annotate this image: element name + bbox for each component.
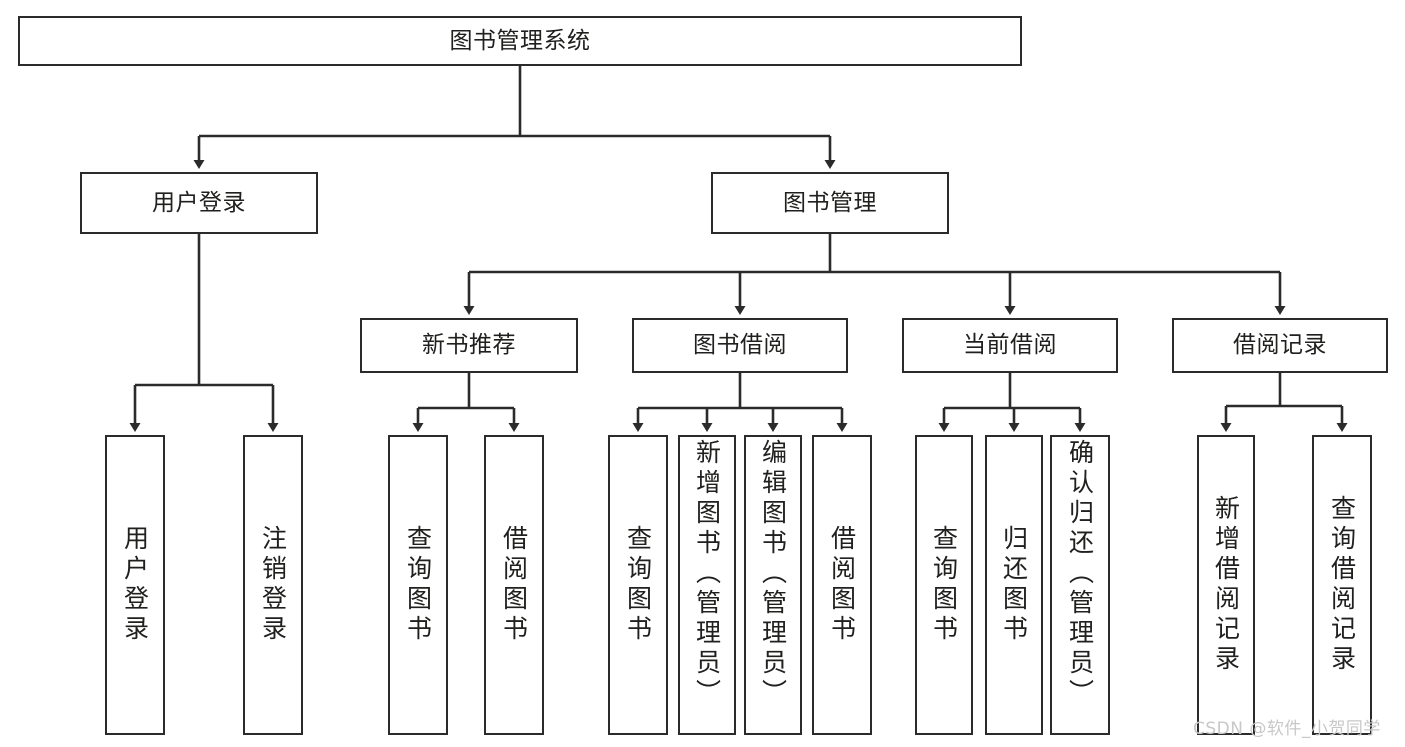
node-leaf-user-login[interactable]: 用户登录 (105, 435, 165, 735)
node-leaf-return-book[interactable]: 归还图书 (985, 435, 1043, 735)
node-level2-borrow-records-label: 借阅记录 (1233, 332, 1327, 358)
node-level1-user-login-label: 用户登录 (152, 189, 246, 216)
node-leaf-query-book-recommend-label: 查询图书 (403, 525, 433, 645)
node-leaf-edit-book-admin-label: 编辑图书（管理员） (758, 439, 788, 709)
node-level2-current-borrow-label: 当前借阅 (963, 332, 1057, 358)
node-level1-book-management[interactable]: 图书管理 (711, 172, 949, 234)
node-leaf-confirm-return-admin-label: 确认归还（管理员） (1065, 439, 1095, 709)
node-level1-book-management-label: 图书管理 (783, 189, 877, 216)
csdn-watermark: CSDN @软件_小贺同学 (1193, 719, 1381, 739)
node-leaf-borrow-book-label: 借阅图书 (827, 525, 857, 645)
node-leaf-return-book-label: 归还图书 (999, 525, 1029, 645)
node-leaf-query-book-recommend[interactable]: 查询图书 (388, 435, 448, 735)
node-leaf-borrow-book-recommend[interactable]: 借阅图书 (484, 435, 544, 735)
node-leaf-add-book-admin-label: 新增图书（管理员） (692, 439, 722, 709)
node-leaf-query-borrow-record[interactable]: 查询借阅记录 (1312, 435, 1372, 735)
node-level2-borrow-records[interactable]: 借阅记录 (1172, 318, 1388, 373)
node-level2-book-borrow-label: 图书借阅 (693, 332, 787, 358)
node-root-label: 图书管理系统 (449, 27, 591, 54)
node-leaf-add-borrow-record-label: 新增借阅记录 (1211, 495, 1241, 675)
node-leaf-query-borrow-record-label: 查询借阅记录 (1327, 495, 1357, 675)
node-leaf-borrow-book[interactable]: 借阅图书 (812, 435, 872, 735)
node-level2-book-borrow[interactable]: 图书借阅 (632, 318, 848, 373)
node-leaf-edit-book-admin[interactable]: 编辑图书（管理员） (744, 435, 802, 735)
node-level2-new-book-recommend-label: 新书推荐 (422, 332, 516, 358)
node-leaf-query-book-borrow[interactable]: 查询图书 (608, 435, 668, 735)
node-leaf-borrow-book-recommend-label: 借阅图书 (499, 525, 529, 645)
node-leaf-query-book-borrow-label: 查询图书 (623, 525, 653, 645)
node-leaf-add-borrow-record[interactable]: 新增借阅记录 (1197, 435, 1255, 735)
node-leaf-logout[interactable]: 注销登录 (243, 435, 303, 735)
node-level2-current-borrow[interactable]: 当前借阅 (902, 318, 1118, 373)
node-leaf-logout-label: 注销登录 (258, 525, 288, 645)
node-leaf-confirm-return-admin[interactable]: 确认归还（管理员） (1050, 435, 1110, 735)
node-leaf-query-book-current[interactable]: 查询图书 (915, 435, 973, 735)
node-root[interactable]: 图书管理系统 (18, 16, 1022, 66)
node-level1-user-login[interactable]: 用户登录 (80, 172, 318, 234)
node-leaf-user-login-label: 用户登录 (120, 525, 150, 645)
node-level2-new-book-recommend[interactable]: 新书推荐 (360, 318, 578, 373)
node-leaf-add-book-admin[interactable]: 新增图书（管理员） (678, 435, 736, 735)
node-leaf-query-book-current-label: 查询图书 (929, 525, 959, 645)
